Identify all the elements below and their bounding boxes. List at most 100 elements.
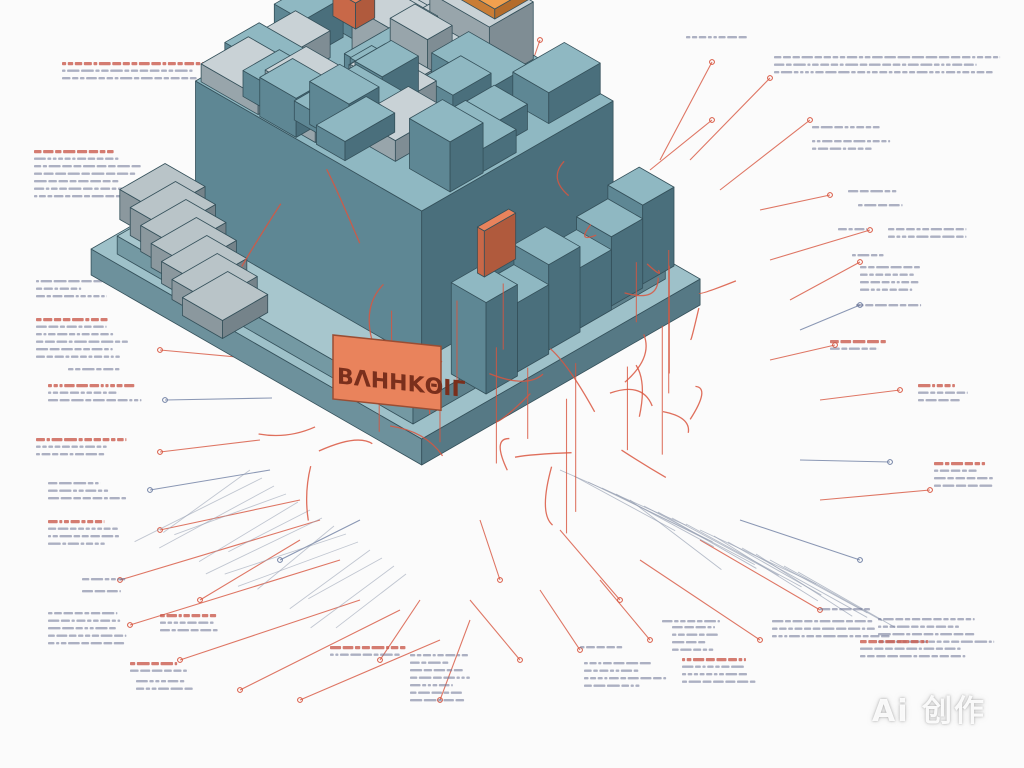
leader-line <box>437 619 471 703</box>
leader-endpoint-dot <box>127 622 133 628</box>
leader-endpoint-dot <box>927 487 933 493</box>
leader-endpoint-dot <box>807 117 813 123</box>
annotation-label-block <box>918 384 968 402</box>
leader-endpoint-dot <box>827 192 833 198</box>
leader-endpoint-dot <box>857 557 863 563</box>
leader-line <box>147 469 271 493</box>
leader-line <box>377 599 421 663</box>
wire <box>690 307 700 341</box>
floor-line <box>685 523 802 588</box>
annotation-label-block <box>860 640 966 658</box>
leader-endpoint-dot <box>757 637 763 643</box>
floor-line <box>629 499 722 571</box>
floor-line <box>308 557 383 600</box>
annotation-label-block <box>812 140 891 150</box>
leader-line <box>469 599 523 663</box>
wire <box>489 373 544 382</box>
leader-line <box>699 539 823 613</box>
sign-board <box>332 334 442 412</box>
orange-accent-panel <box>476 208 517 278</box>
leader-line <box>599 579 653 643</box>
wire <box>609 388 653 407</box>
machine-component <box>409 99 484 193</box>
wire <box>544 466 554 526</box>
wire <box>514 452 572 458</box>
floor-line <box>713 535 819 602</box>
floor-line <box>134 477 263 543</box>
floor-line <box>159 485 275 549</box>
annotation-label-block <box>860 266 920 291</box>
leader-line <box>117 519 321 583</box>
annotation-label-block <box>852 254 884 257</box>
annotation-label-block <box>34 150 159 198</box>
leader-endpoint-dot <box>497 577 503 583</box>
floor-line <box>769 559 868 614</box>
leader-line <box>719 117 813 191</box>
annotation-label-block <box>820 608 870 611</box>
wire <box>241 203 282 267</box>
floor-line <box>237 541 359 587</box>
annotation-label-block <box>830 340 886 350</box>
leader-line <box>769 342 838 361</box>
annotation-label-block <box>48 612 127 645</box>
annotation-label-block <box>136 680 193 690</box>
floor-line <box>657 511 757 569</box>
leader-line <box>759 192 833 211</box>
annotation-label-block <box>62 62 216 80</box>
wire <box>689 385 703 420</box>
leader-endpoint-dot <box>857 259 863 265</box>
floor-line <box>205 517 323 575</box>
leader-line <box>177 599 361 663</box>
floor-line <box>198 501 299 562</box>
annotation-label-block <box>160 614 218 632</box>
floor-line <box>257 525 335 590</box>
annotation-labels <box>34 36 1001 702</box>
wire <box>499 437 510 471</box>
wire <box>305 465 312 521</box>
leader-endpoint-dot <box>297 697 303 703</box>
floor-line <box>755 553 853 617</box>
leader-endpoint-dot <box>617 597 623 603</box>
leader-endpoint-dot <box>887 459 893 465</box>
annotation-label-block <box>36 280 107 298</box>
floor-line <box>228 509 311 553</box>
annotation-label-block <box>36 438 127 456</box>
annotation-label-block <box>686 36 747 39</box>
annotation-label-block <box>68 368 120 371</box>
wire <box>624 277 659 297</box>
leader-endpoint-dot <box>647 637 653 643</box>
leader-line <box>127 559 341 628</box>
leader-endpoint-dot <box>517 657 523 663</box>
leader-line <box>739 519 863 563</box>
leader-endpoint-dot <box>237 687 243 693</box>
leader-endpoint-dot <box>897 387 903 393</box>
leader-line <box>799 459 893 465</box>
wire <box>258 426 316 437</box>
annotation-label-block <box>858 204 903 207</box>
annotation-label-block <box>130 662 189 672</box>
wire <box>624 334 647 383</box>
leader-line <box>639 559 763 643</box>
wire <box>549 348 596 413</box>
leader-endpoint-dot <box>157 347 163 353</box>
annotation-label-block <box>82 578 126 581</box>
leader-line <box>479 519 503 583</box>
leader-endpoint-dot <box>709 117 715 123</box>
leader-line <box>819 387 903 401</box>
floor-line <box>174 493 287 536</box>
wire <box>556 160 570 197</box>
leader-endpoint-dot <box>709 59 715 65</box>
front-step-block <box>182 271 269 339</box>
annotation-label-block <box>48 482 127 500</box>
leader-endpoint-dot <box>177 657 183 663</box>
front-sign: BΛHHKΘΙΓ <box>332 334 466 412</box>
annotation-label-block <box>410 654 470 702</box>
annotation-label-block <box>82 590 121 593</box>
annotation-label-block <box>772 620 890 638</box>
annotation-label-block <box>856 304 922 307</box>
leader-line <box>197 539 301 603</box>
leader-line <box>689 75 773 161</box>
leader-line <box>277 519 361 563</box>
leader-endpoint-dot <box>157 449 163 455</box>
